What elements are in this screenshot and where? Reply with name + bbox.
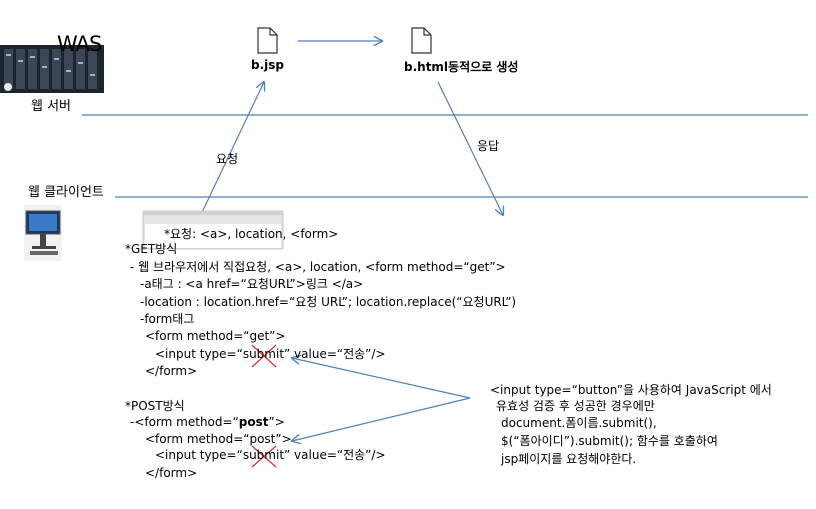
web-client-label: 웹 클라이언트 (28, 185, 104, 200)
request-box-text: *요청: <a>, location, <form> (164, 227, 339, 241)
web-server-label: 웹 서버 (31, 99, 72, 114)
response-label: 응답 (477, 139, 500, 153)
request-label: 요청 (216, 152, 239, 166)
get-line-direct: - 웹 브라우저에서 직접요청, <a>, location, <form me… (130, 260, 506, 274)
get-form-close: </form> (145, 364, 198, 378)
post-title: *POST방식 (125, 399, 185, 413)
cross-mark-get (251, 344, 277, 368)
jsp-file-label: b.jsp (251, 58, 284, 72)
note-line-1: <input type=“button”을 사용하여 JavaScript 에서 (490, 383, 772, 397)
post-form-close: </form> (145, 466, 198, 480)
post-line: -<form method=“post”> (130, 414, 285, 430)
note-line-4: $(“폼아이디”).submit(); 함수를 호출하여 (501, 434, 718, 448)
server-rack-icon (0, 45, 104, 93)
post-form-open: <form method=“post”> (145, 432, 292, 446)
post-line-prefix: -<form method=“ (130, 415, 239, 429)
html-file-icon (411, 27, 432, 54)
note-line-2: 유효성 검증 후 성공한 경우에만 (496, 399, 655, 413)
computer-icon (24, 205, 62, 261)
get-line-atag: -a태그 : <a href=“요청URL”>링크 </a> (140, 277, 364, 291)
jsp-file-icon (257, 27, 278, 54)
post-line-suffix: ”> (268, 415, 285, 429)
note-line-3: document.폼이름.submit(), (501, 416, 657, 430)
was-title: WAS (57, 32, 102, 56)
note-line-5: jsp페이지를 요청해야한다. (501, 452, 637, 466)
get-line-formtag: -form태그 (140, 312, 195, 326)
get-form-input: <input type=“submit” value=“전송”/> (155, 347, 386, 361)
post-line-bold: post (238, 415, 269, 429)
get-form-open: <form method=“get”> (145, 329, 286, 343)
post-form-input: <input type=“submit” value=“전송”/> (155, 448, 386, 462)
cross-mark-post (251, 445, 277, 468)
get-title: *GET방식 (125, 242, 178, 256)
html-file-label: b.html동적으로 생성 (404, 60, 519, 74)
get-line-location: -location : location.href=“요청 URL”; loca… (140, 295, 517, 309)
